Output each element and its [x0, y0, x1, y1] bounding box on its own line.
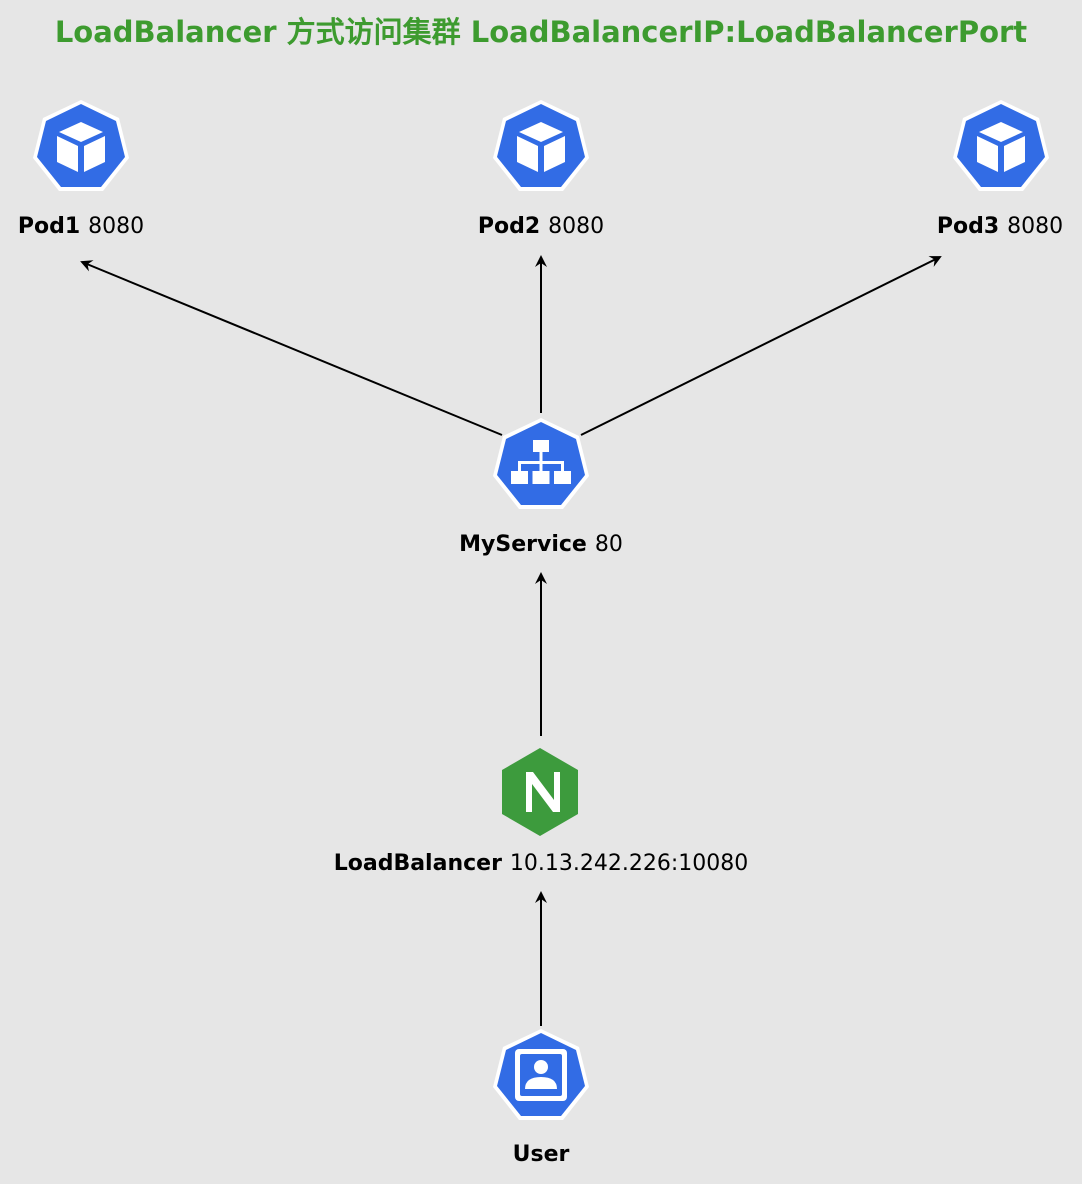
user-name: User: [513, 1142, 570, 1167]
node-user: User: [493, 1029, 589, 1167]
k8s-pod-icon: [493, 100, 589, 191]
service-label: MyService 80: [459, 532, 623, 557]
k8s-pod-icon: [33, 100, 129, 191]
pod2-name: Pod2: [478, 214, 540, 239]
k8s-pod-icon: [953, 100, 1049, 191]
pod1-name: Pod1: [18, 214, 80, 239]
pod2-label: Pod2 8080: [478, 214, 604, 239]
k8s-user-icon: [493, 1029, 589, 1120]
k8s-service-icon: [493, 418, 589, 509]
node-pod3: Pod3 8080: [937, 100, 1063, 239]
node-loadbalancer: LoadBalancer 10.13.242.226:10080: [334, 748, 749, 876]
loadbalancer-name: LoadBalancer: [334, 851, 502, 876]
node-pod1: Pod1 8080: [18, 100, 144, 239]
pod3-label: Pod3 8080: [937, 214, 1063, 239]
edge-service-to-pod3: [580, 256, 942, 436]
edge-service-to-pod1: [80, 260, 503, 436]
loadbalancer-label: LoadBalancer 10.13.242.226:10080: [334, 851, 749, 876]
pod1-label: Pod1 8080: [18, 214, 144, 239]
edges: [80, 255, 942, 1026]
pod3-port: 8080: [1007, 214, 1063, 239]
service-port: 80: [595, 532, 623, 557]
loadbalancer-address: 10.13.242.226:10080: [510, 851, 748, 876]
pod1-port: 8080: [88, 214, 144, 239]
pod2-port: 8080: [548, 214, 604, 239]
nginx-icon: [502, 748, 578, 836]
service-name: MyService: [459, 532, 587, 557]
diagram-title: LoadBalancer 方式访问集群 LoadBalancerIP:LoadB…: [55, 15, 1027, 49]
user-label: User: [513, 1142, 570, 1167]
pod3-name: Pod3: [937, 214, 999, 239]
node-pod2: Pod2 8080: [478, 100, 604, 239]
node-service: MyService 80: [459, 418, 623, 557]
